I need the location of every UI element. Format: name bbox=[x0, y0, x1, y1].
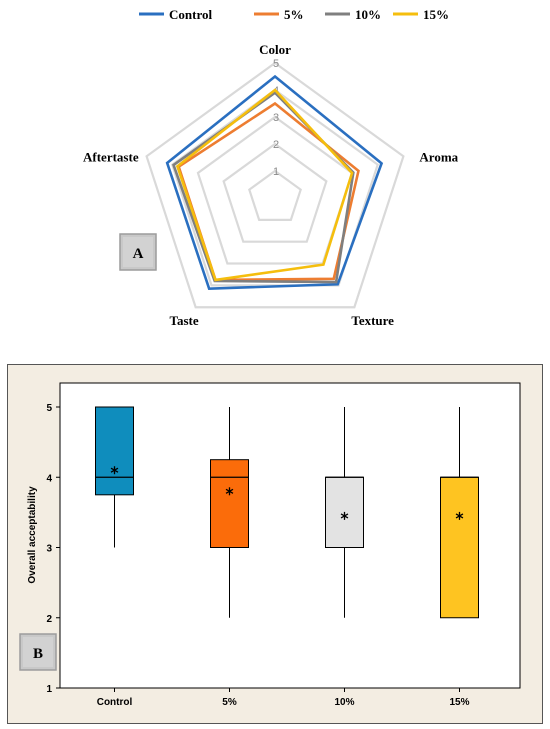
box-15% bbox=[440, 407, 479, 619]
panel-b-badge: B bbox=[19, 633, 57, 671]
x-tick-label: 5% bbox=[222, 697, 237, 708]
legend-label: 5% bbox=[284, 7, 304, 22]
legend-label: 15% bbox=[423, 7, 449, 22]
radar-tick-label: 5 bbox=[273, 58, 279, 70]
y-tick-label: 4 bbox=[46, 473, 52, 484]
radar-series-line bbox=[177, 101, 360, 282]
x-tick-label: Control bbox=[97, 697, 133, 708]
panel-a-label: A bbox=[133, 246, 144, 262]
boxplot-boxes bbox=[95, 406, 479, 619]
radar-legend: Control 5% 10% 15% bbox=[139, 7, 449, 22]
x-tick-label: 10% bbox=[334, 697, 354, 708]
panel-b-label: B bbox=[33, 646, 43, 662]
legend-label: Control bbox=[169, 7, 212, 22]
boxplot-y-ticks: 1 2 3 4 5 bbox=[46, 403, 60, 695]
grid-ring bbox=[145, 61, 405, 309]
grid-ring bbox=[222, 142, 328, 243]
y-tick-label: 1 bbox=[46, 684, 52, 695]
box-iqr bbox=[95, 406, 134, 496]
box-Control bbox=[95, 406, 134, 548]
boxplot-panel: 1 2 3 4 5 Control 5% 10% 15% Overall acceptabil… bbox=[7, 364, 543, 724]
radar-axis-label: Aroma bbox=[419, 149, 458, 164]
radar-series-line bbox=[175, 88, 354, 282]
y-tick-label: 5 bbox=[46, 403, 52, 414]
y-tick-label: 2 bbox=[46, 614, 52, 625]
x-tick-label: 15% bbox=[449, 697, 469, 708]
grid-ring bbox=[196, 115, 354, 265]
radar-tick-label: 1 bbox=[273, 166, 279, 178]
radar-axis-label: Aftertaste bbox=[83, 149, 139, 164]
legend-label: 10% bbox=[355, 7, 381, 22]
panel-a-badge: A bbox=[119, 233, 157, 271]
box-iqr bbox=[440, 476, 479, 619]
y-axis-label: Overall acceptability bbox=[27, 486, 38, 584]
box-5% bbox=[210, 407, 249, 618]
mean-marker bbox=[225, 487, 234, 496]
mean-marker bbox=[340, 511, 349, 520]
radar-axis-label: Taste bbox=[170, 313, 199, 328]
radar-tick-label: 3 bbox=[273, 112, 279, 124]
box-iqr bbox=[210, 459, 249, 548]
radar-axis-label: Color bbox=[259, 42, 291, 57]
boxplot-x-ticks: Control 5% 10% 15% bbox=[97, 688, 470, 708]
mean-marker bbox=[110, 466, 119, 475]
y-tick-label: 3 bbox=[46, 544, 52, 555]
box-10% bbox=[325, 407, 364, 618]
radar-axis-label: Texture bbox=[351, 313, 394, 328]
radar-series-line bbox=[165, 74, 384, 290]
radar-series bbox=[165, 74, 384, 290]
mean-marker bbox=[455, 511, 464, 520]
grid-ring bbox=[248, 169, 302, 221]
radar-tick-label: 2 bbox=[273, 139, 279, 151]
